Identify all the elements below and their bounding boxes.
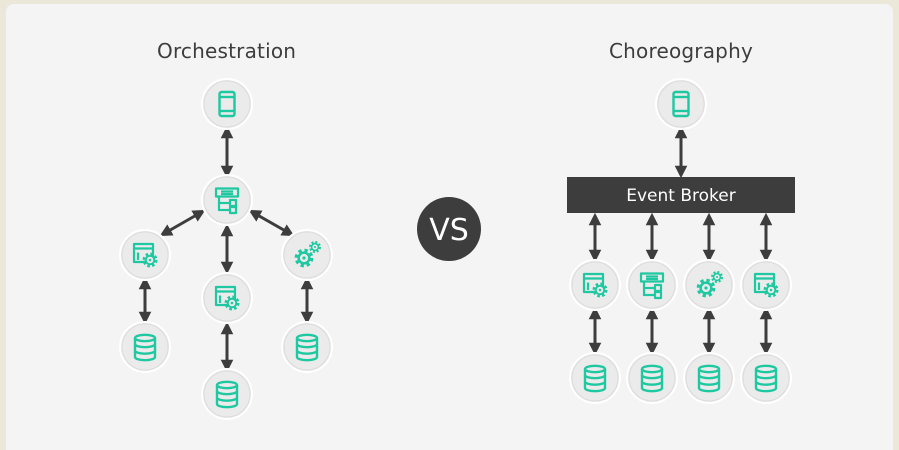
orch-db-left-node [119,321,171,373]
orchestrator-service-left-arrow [159,209,206,237]
orch-orchestrator-node [201,174,253,226]
chor-db-1-node [569,352,621,404]
vs-label: VS [429,213,469,248]
chor-service-3-node [683,259,735,311]
orchestration-connectors [138,125,314,373]
orch-db-right-node [281,321,333,373]
choreography-title: Choreography [609,39,753,63]
chor-client-node [655,78,707,130]
orch-service-left-node [119,229,171,281]
orch-client-node [201,78,253,130]
vs-badge: VS [417,197,481,261]
chor-db-3-node [683,352,735,404]
orchestration-title: Orchestration [157,39,297,63]
orch-service-center-node [201,272,253,324]
event-broker-label: Event Broker [626,186,735,206]
chor-db-2-node [626,352,678,404]
orchestrator-service-right-arrow [248,209,295,237]
chor-db-4-node [740,352,792,404]
chor-service-2-node [626,259,678,311]
orch-service-right-node [281,229,333,281]
orch-db-center-node [201,368,253,420]
event-broker-bar: Event Broker [567,177,795,213]
chor-service-1-node [569,259,621,311]
chor-service-4-node [740,259,792,311]
choreography-connectors [588,125,773,356]
